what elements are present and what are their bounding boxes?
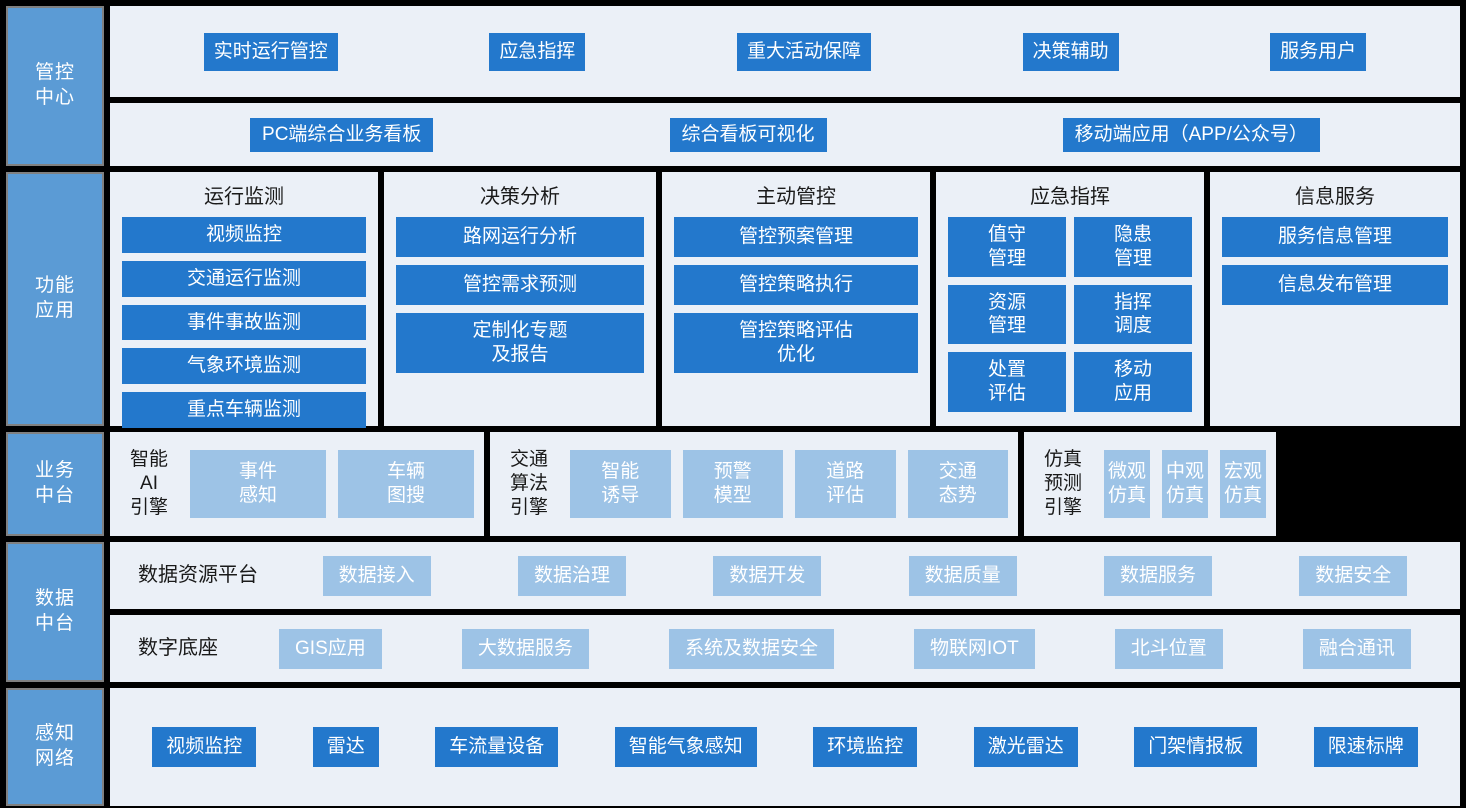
function-item-incident-monitoring[interactable]: 事件事故监测 (122, 304, 366, 341)
function-item-hazard-management[interactable]: 隐患 管理 (1074, 217, 1192, 277)
column-title-information-service: 信息服务 (1295, 186, 1375, 208)
control-terminal-item-2[interactable]: 综合看板可视化 (669, 117, 827, 152)
engine-traffic-algorithm: 交通 算法 引擎 智能 诱导 预警 模型 道路 评估 交通 态势 (490, 432, 1018, 536)
sensor-item-smart-weather-sensing[interactable]: 智能气象感知 (614, 727, 757, 767)
function-item-weather-environment-monitoring[interactable]: 气象环境监测 (122, 348, 366, 384)
control-scenario-item-3[interactable]: 重大活动保障 (736, 32, 871, 71)
layer-label-data-middle-platform: 数据 中台 (6, 542, 104, 682)
data-resource-platform-name: 数据资源平台 (138, 564, 258, 586)
column-operation-monitoring: 运行监测 视频监控 交通运行监测 事件事故监测 气象环境监测 重点车辆监测 (110, 172, 378, 428)
function-item-disposal-evaluation[interactable]: 处置 评估 (948, 352, 1066, 412)
engine-item-event-perception[interactable]: 事件 感知 (190, 450, 327, 518)
foundation-item-system-data-security[interactable]: 系统及数据安全 (668, 628, 834, 669)
layer-label-sensing-network: 感知 网络 (6, 688, 104, 806)
engine-item-warning-model[interactable]: 预警 模型 (682, 450, 784, 518)
control-scenario-item-4[interactable]: 决策辅助 (1022, 32, 1119, 71)
digital-foundation-name: 数字底座 (138, 637, 218, 659)
engine-item-vehicle-image-search[interactable]: 车辆 图搜 (338, 450, 475, 518)
column-title-decision-analysis: 决策分析 (480, 186, 560, 208)
column-information-service: 信息服务 服务信息管理 信息发布管理 (1210, 172, 1460, 426)
function-item-resource-management[interactable]: 资源 管理 (948, 284, 1066, 344)
engine-item-traffic-situation[interactable]: 交通 态势 (907, 450, 1009, 518)
sensing-network-panel: 视频监控 雷达 车流量设备 智能气象感知 环境监控 激光雷达 门架情报板 限速标… (110, 688, 1460, 806)
sensor-item-speed-limit-sign[interactable]: 限速标牌 (1313, 727, 1418, 767)
column-title-emergency-command: 应急指挥 (1030, 186, 1110, 208)
control-scenarios-panel: 实时运行管控 应急指挥 重大活动保障 决策辅助 服务用户 (110, 6, 1460, 97)
column-active-control: 主动管控 管控预案管理 管控策略执行 管控策略评估 优化 (662, 172, 930, 426)
function-item-info-release-management[interactable]: 信息发布管理 (1222, 265, 1448, 305)
layer-sensing-network: 感知 网络 视频监控 雷达 车流量设备 智能气象感知 环境监控 激光雷达 门架情… (6, 688, 1460, 806)
function-item-control-plan-management[interactable]: 管控预案管理 (674, 217, 918, 257)
data-item-quality[interactable]: 数据质量 (908, 555, 1017, 596)
foundation-item-beidou-location[interactable]: 北斗位置 (1114, 628, 1223, 669)
control-scenario-item-5[interactable]: 服务用户 (1270, 32, 1367, 71)
control-terminal-item-1[interactable]: PC端综合业务看板 (250, 117, 434, 152)
sensor-item-video-monitoring[interactable]: 视频监控 (152, 727, 257, 767)
layer-data-middle-platform: 数据 中台 数据资源平台 数据接入 数据治理 数据开发 数据质量 数据服务 数据… (6, 542, 1460, 682)
function-item-control-demand-forecast[interactable]: 管控需求预测 (396, 265, 644, 305)
control-terminals-panel: PC端综合业务看板 综合看板可视化 移动端应用（APP/公众号） (110, 103, 1460, 166)
sensor-item-lidar[interactable]: 激光雷达 (973, 727, 1078, 767)
sensor-item-gantry-vms[interactable]: 门架情报板 (1134, 727, 1258, 767)
function-item-control-strategy-execution[interactable]: 管控策略执行 (674, 265, 918, 305)
control-scenario-item-1[interactable]: 实时运行管控 (203, 32, 338, 71)
function-item-control-strategy-evaluation[interactable]: 管控策略评估 优化 (674, 313, 918, 373)
function-item-key-vehicle-monitoring[interactable]: 重点车辆监测 (122, 392, 366, 428)
function-item-traffic-operation-monitoring[interactable]: 交通运行监测 (122, 260, 366, 297)
foundation-item-iot[interactable]: 物联网IOT (914, 628, 1035, 669)
function-item-video-monitoring[interactable]: 视频监控 (122, 217, 366, 253)
layer-control-center: 管控 中心 实时运行管控 应急指挥 重大活动保障 决策辅助 服务用户 PC端综合… (6, 6, 1460, 166)
function-item-duty-management[interactable]: 值守 管理 (948, 217, 1066, 277)
data-item-service[interactable]: 数据服务 (1103, 555, 1212, 596)
layer-label-business-middle-platform: 业务 中台 (6, 432, 104, 536)
engine-item-meso-simulation[interactable]: 中观 仿真 (1162, 450, 1209, 518)
sensor-item-radar[interactable]: 雷达 (312, 727, 379, 767)
data-resource-platform-row: 数据资源平台 数据接入 数据治理 数据开发 数据质量 数据服务 数据安全 (110, 542, 1460, 609)
engine-item-road-evaluation[interactable]: 道路 评估 (795, 450, 896, 518)
engine-name-ai: 智能 AI 引擎 (130, 449, 169, 518)
column-decision-analysis: 决策分析 路网运行分析 管控需求预测 定制化专题 及报告 (384, 172, 656, 426)
sensor-item-environment-monitoring[interactable]: 环境监控 (813, 727, 918, 767)
layer-label-function-application: 功能 应用 (6, 172, 104, 426)
foundation-item-converged-communication[interactable]: 融合通讯 (1302, 628, 1411, 669)
data-item-development[interactable]: 数据开发 (713, 555, 822, 596)
sensor-item-traffic-flow-device[interactable]: 车流量设备 (435, 727, 559, 767)
engine-name-traffic-algorithm: 交通 算法 引擎 (510, 449, 549, 518)
engine-simulation-prediction: 仿真 预测 引擎 微观 仿真 中观 仿真 宏观 仿真 (1024, 432, 1277, 536)
column-title-operation-monitoring: 运行监测 (204, 186, 284, 208)
layer-function-application: 功能 应用 运行监测 视频监控 交通运行监测 事件事故监测 气象环境监测 重点车… (6, 172, 1460, 428)
function-item-road-network-analysis[interactable]: 路网运行分析 (396, 217, 644, 257)
function-item-command-dispatch[interactable]: 指挥 调度 (1074, 284, 1192, 344)
function-item-mobile-application[interactable]: 移动 应用 (1074, 352, 1192, 412)
control-terminal-item-3[interactable]: 移动端应用（APP/公众号） (1062, 117, 1320, 152)
data-item-security[interactable]: 数据安全 (1299, 555, 1408, 596)
function-item-custom-topic-report[interactable]: 定制化专题 及报告 (396, 313, 644, 373)
foundation-item-bigdata-service[interactable]: 大数据服务 (461, 628, 589, 669)
data-item-governance[interactable]: 数据治理 (517, 555, 626, 596)
foundation-item-gis[interactable]: GIS应用 (279, 628, 382, 669)
column-emergency-command: 应急指挥 值守 管理 隐患 管理 资源 管理 指挥 调度 处置 评估 移动 应用 (936, 172, 1204, 426)
layer-business-middle-platform: 业务 中台 智能 AI 引擎 事件 感知 车辆 图搜 交通 算法 引擎 智能 诱… (6, 432, 1460, 536)
engine-name-simulation-prediction: 仿真 预测 引擎 (1044, 449, 1083, 518)
engine-item-smart-guidance[interactable]: 智能 诱导 (570, 450, 671, 518)
column-title-active-control: 主动管控 (756, 186, 836, 208)
data-item-access[interactable]: 数据接入 (322, 555, 431, 596)
layer-label-control-center: 管控 中心 (6, 6, 104, 166)
engine-item-micro-simulation[interactable]: 微观 仿真 (1104, 450, 1151, 518)
engine-item-macro-simulation[interactable]: 宏观 仿真 (1220, 450, 1267, 518)
control-scenario-item-2[interactable]: 应急指挥 (489, 32, 586, 71)
digital-foundation-row: 数字底座 GIS应用 大数据服务 系统及数据安全 物联网IOT 北斗位置 融合通… (110, 615, 1460, 682)
engine-ai: 智能 AI 引擎 事件 感知 车辆 图搜 (110, 432, 484, 536)
function-item-service-info-management[interactable]: 服务信息管理 (1222, 217, 1448, 257)
